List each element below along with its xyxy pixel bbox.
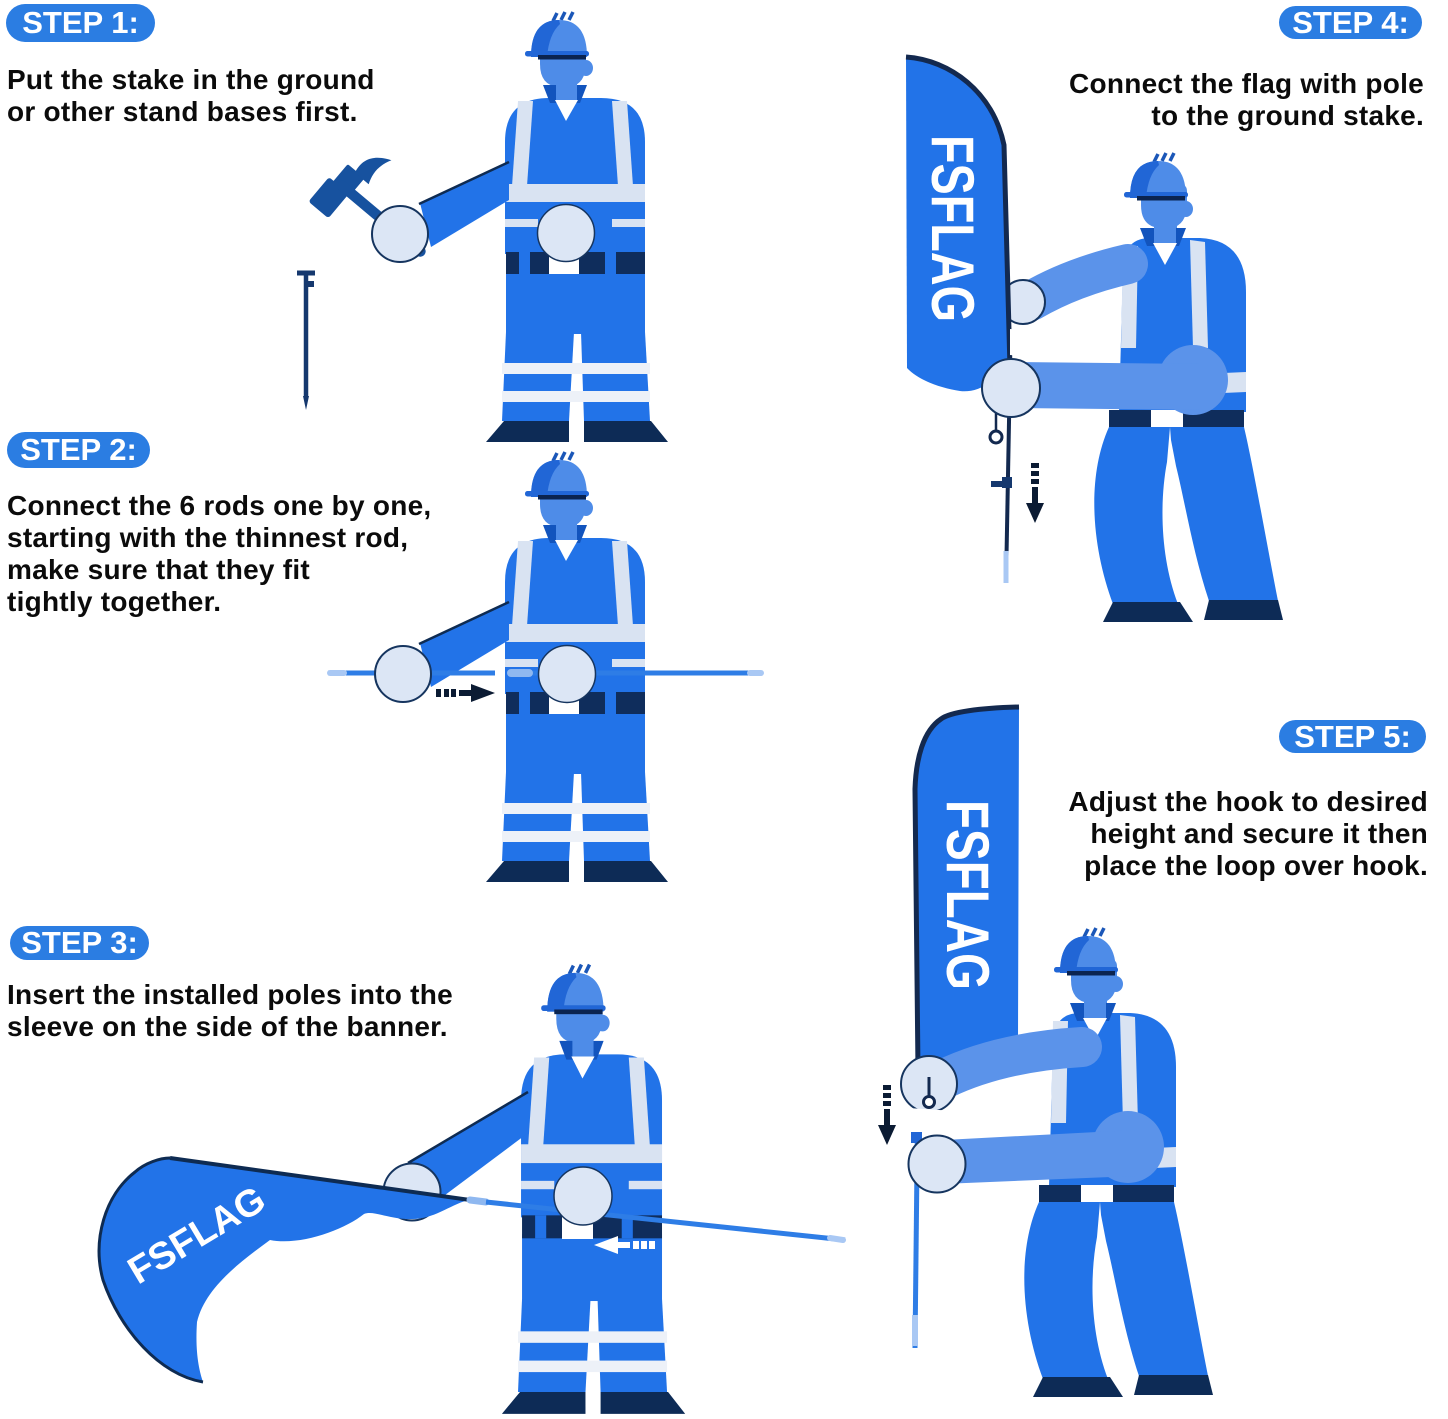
svg-text:FSFLAG: FSFLAG bbox=[934, 800, 1001, 990]
svg-text:FSFLAG: FSFLAG bbox=[919, 135, 986, 322]
